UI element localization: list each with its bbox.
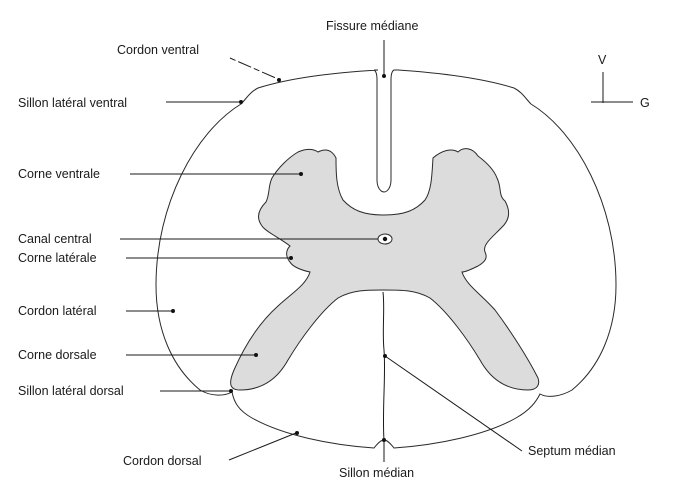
orientation-marker: V G <box>591 53 650 110</box>
label-sillon-lateral-dorsal: Sillon latéral dorsal <box>18 384 124 398</box>
annotation-corne-dorsale: Corne dorsale <box>18 348 258 362</box>
annotation-cordon-dorsal: Cordon dorsal <box>123 431 299 468</box>
point-cordon-lateral <box>171 309 175 313</box>
point-corne-dorsale <box>254 353 258 357</box>
orientation-v-label: V <box>598 53 607 67</box>
point-cordon-ventral <box>277 78 281 82</box>
point-sillon-median <box>382 438 386 442</box>
label-cordon-lateral: Cordon latéral <box>18 304 97 318</box>
orientation-g-label: G <box>640 96 650 110</box>
label-cordon-ventral: Cordon ventral <box>117 43 199 57</box>
label-cordon-dorsal: Cordon dorsal <box>123 454 202 468</box>
label-sillon-lateral-ventral: Sillon latéral ventral <box>18 96 127 110</box>
septum-median-line <box>382 291 386 441</box>
annotation-corne-ventrale: Corne ventrale <box>18 167 303 181</box>
point-corne-laterale <box>289 256 293 260</box>
annotation-cordon-lateral: Cordon latéral <box>18 304 175 318</box>
label-septum-median: Septum médian <box>528 444 616 458</box>
annotation-sillon-lateral-ventral: Sillon latéral ventral <box>18 96 243 110</box>
point-sillon-lateral-ventral <box>239 100 243 104</box>
annotation-sillon-median: Sillon médian <box>339 438 414 480</box>
annotation-fissure-mediane: Fissure médiane <box>326 19 418 78</box>
label-sillon-median: Sillon médian <box>339 466 414 480</box>
point-septum-median <box>383 354 387 358</box>
point-sillon-lateral-dorsal <box>229 389 233 393</box>
leader-cordon-ventral <box>229 57 279 80</box>
point-fissure-mediane <box>382 74 386 78</box>
leader-cordon-dorsal <box>228 432 297 461</box>
annotation-corne-laterale: Corne latérale <box>18 251 293 265</box>
label-corne-laterale: Corne latérale <box>18 251 97 265</box>
point-cordon-dorsal <box>295 431 299 435</box>
label-corne-dorsale: Corne dorsale <box>18 348 97 362</box>
label-corne-ventrale: Corne ventrale <box>18 167 100 181</box>
label-canal-central: Canal central <box>18 232 92 246</box>
leader-septum-median <box>384 355 523 452</box>
annotation-cordon-ventral: Cordon ventral <box>117 43 281 82</box>
grey-matter <box>230 148 540 391</box>
label-fissure-mediane: Fissure médiane <box>326 19 418 33</box>
annotation-canal-central: Canal central <box>18 232 378 246</box>
annotation-septum-median: Septum médian <box>383 354 616 458</box>
point-corne-ventrale <box>299 172 303 176</box>
central-canal-dot <box>382 236 388 242</box>
annotation-sillon-lateral-dorsal: Sillon latéral dorsal <box>18 384 233 398</box>
